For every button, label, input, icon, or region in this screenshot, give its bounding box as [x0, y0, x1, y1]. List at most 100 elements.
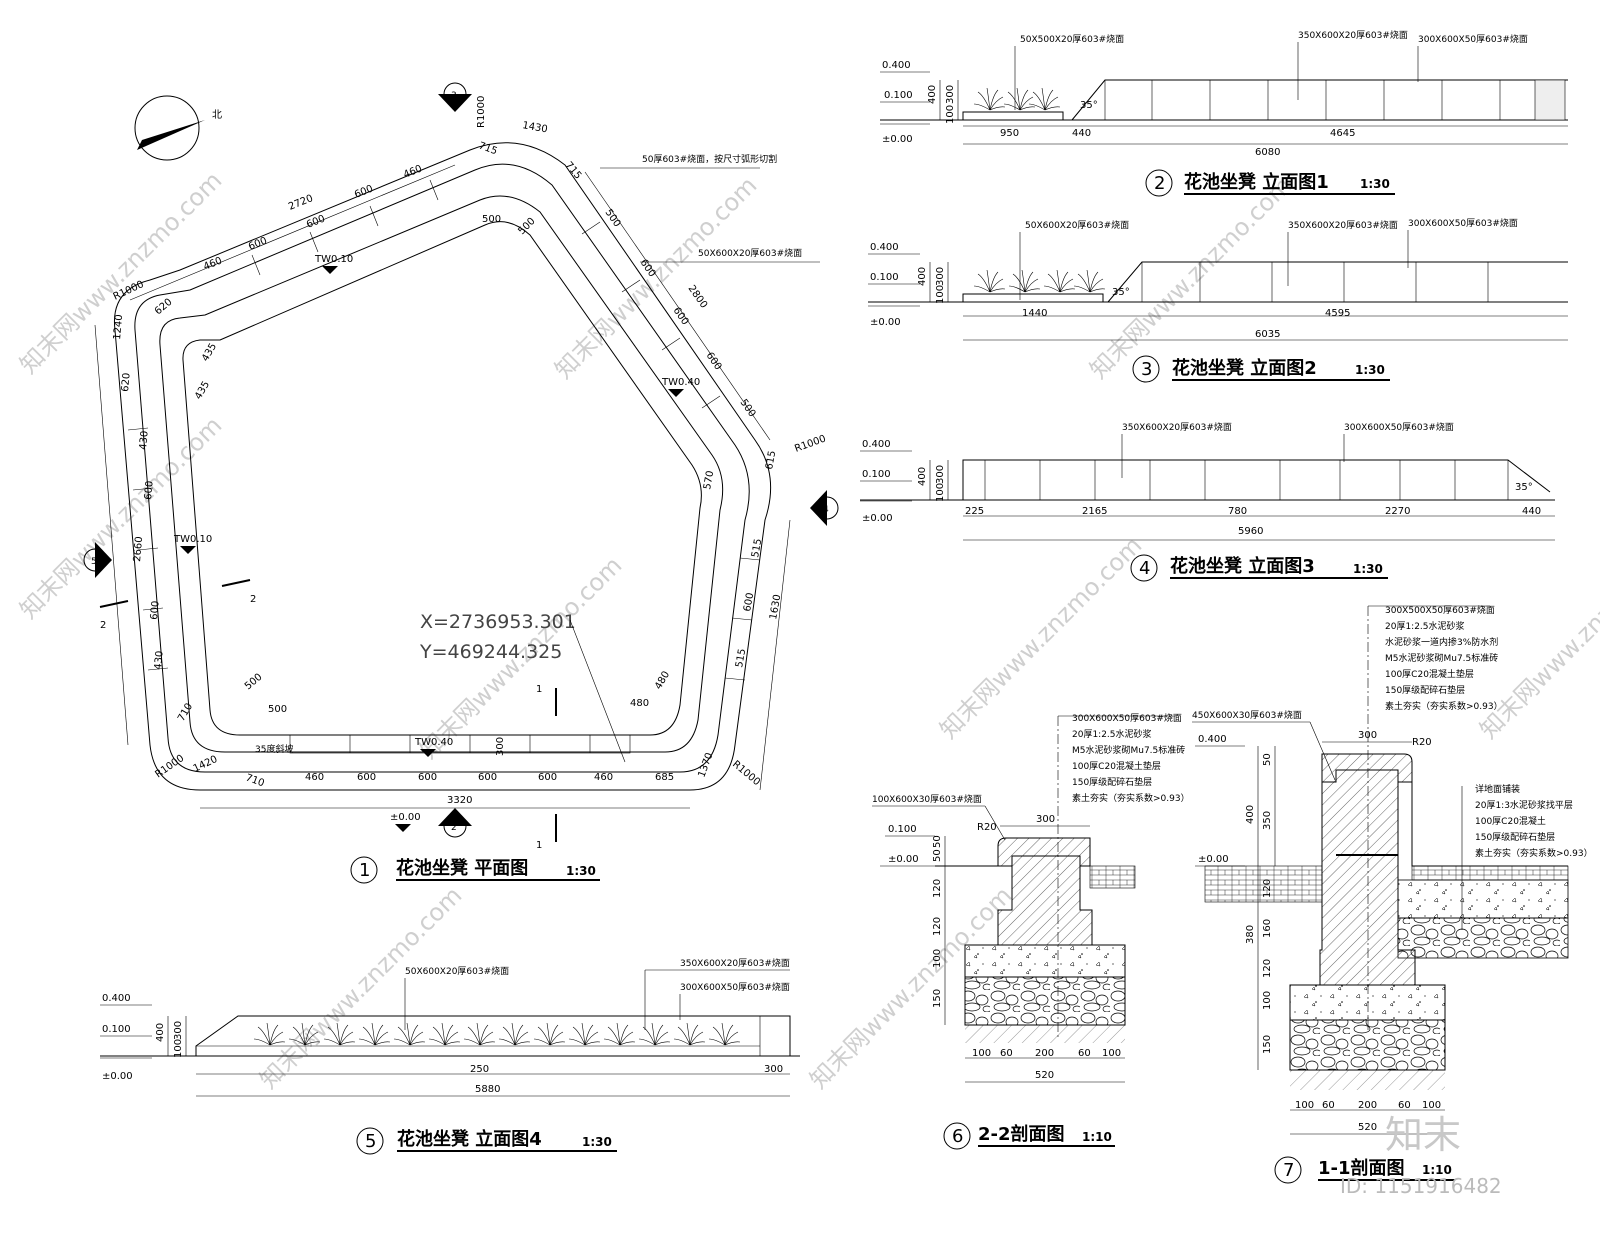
- dim: 2165: [1082, 506, 1107, 517]
- dim: 160: [1262, 919, 1273, 938]
- dim: 435: [193, 379, 212, 401]
- dim: 620: [153, 297, 175, 318]
- dim: 440: [1522, 506, 1541, 517]
- level: ±0.00: [862, 513, 893, 524]
- dim: 600: [353, 183, 375, 200]
- sec22-title: 2-2剖面图: [978, 1123, 1065, 1145]
- dim: 710: [244, 772, 266, 789]
- layer-note: 素土夯实（夯实系数>0.93）: [1475, 847, 1593, 859]
- layer-note: 100厚C20混凝土垫层: [1072, 760, 1161, 772]
- dim: 570: [702, 470, 716, 491]
- elev1-scale: 1:30: [1360, 177, 1390, 191]
- dim: 6080: [1255, 147, 1280, 158]
- dim: 520: [1358, 1122, 1377, 1133]
- level: ±0.00: [102, 1071, 133, 1082]
- level: ±0.00: [888, 854, 919, 865]
- dim: 435: [200, 341, 219, 363]
- level: ±0.00: [1198, 854, 1229, 865]
- dim: 600: [671, 305, 691, 327]
- dim: 120: [932, 917, 943, 936]
- elev1-title: 花池坐凳 立面图1: [1184, 171, 1329, 193]
- note: 300X600X50厚603#烧面: [1418, 33, 1528, 45]
- bottom-dims: 460 600 600 600 600 460 3320 710 685: [244, 772, 674, 806]
- dim: 2660: [132, 536, 145, 562]
- section-mark: 1: [536, 840, 542, 851]
- top-dims: 2720 600 600 460 600 460 1430 715 715: [202, 120, 583, 273]
- note: 50X600X20厚603#烧面: [405, 965, 509, 977]
- coord-y: Y=469244.325: [419, 641, 562, 663]
- dim: 120: [1262, 959, 1273, 978]
- angle: 35°: [1080, 100, 1098, 111]
- dim: 100: [972, 1048, 991, 1059]
- dim: 600: [478, 772, 497, 783]
- dim: 500: [603, 207, 623, 229]
- dim: 200: [1358, 1100, 1377, 1111]
- note-top: 50厚603#烧面，按尺寸弧形切割: [642, 153, 777, 165]
- layer-note: 20厚1:3水泥砂浆找平层: [1475, 799, 1573, 811]
- note-right: 50X600X20厚603#烧面: [698, 247, 802, 259]
- dim: 950: [1000, 128, 1019, 139]
- tw-label: TW0.40: [661, 377, 700, 388]
- note: 50X500X20厚603#烧面: [1020, 33, 1124, 45]
- dim: 100: [932, 949, 943, 968]
- elev4-number: 5: [365, 1131, 376, 1152]
- right-layer-notes: 详地面铺装 20厚1:3水泥砂浆找平层 100厚C20混凝土 150厚级配碎石垫…: [1475, 783, 1593, 859]
- layer-notes: 300X600X50厚603#烧面 20厚1:2.5水泥砂浆 M5水泥砂浆砌Mu…: [1072, 712, 1190, 804]
- north-arrow: 北: [134, 95, 222, 161]
- slope-note: 35度斜坡: [255, 743, 293, 755]
- level: 0.100: [888, 824, 917, 835]
- radius-label: R1000: [153, 753, 186, 781]
- elev3-number: 4: [1139, 558, 1150, 579]
- level: 0.400: [862, 439, 891, 450]
- dim: 600: [305, 213, 327, 230]
- dim: 460: [305, 772, 324, 783]
- dim: 100: [945, 105, 956, 124]
- note: 350X600X20厚603#烧面: [1298, 29, 1408, 41]
- sec22-scale: 1:10: [1082, 1130, 1112, 1144]
- elev2-title: 花池坐凳 立面图2: [1172, 357, 1317, 379]
- tw-markers: TW0.10 TW0.40 TW0.10 TW0.40: [173, 254, 700, 757]
- dim: 60: [1398, 1100, 1411, 1111]
- dim: 150: [1262, 1035, 1273, 1054]
- callout-number: 5: [91, 557, 97, 567]
- watermark: 知末网www.znzmo.com: [934, 531, 1147, 744]
- dim: 100: [173, 1039, 184, 1058]
- dim: 2270: [1385, 506, 1410, 517]
- dim: 1430: [521, 120, 548, 135]
- dim: 2720: [287, 193, 315, 213]
- dim: 60: [1322, 1100, 1335, 1111]
- dim: 430: [153, 650, 166, 670]
- dim: 50: [932, 849, 943, 862]
- section-mark: 2: [250, 594, 256, 605]
- elev3-scale: 1:30: [1353, 562, 1383, 576]
- layer-note: 150厚级配碎石垫层: [1385, 684, 1465, 696]
- dim: 4645: [1330, 128, 1355, 139]
- dim: 250: [470, 1064, 489, 1075]
- dim: 380: [1245, 925, 1256, 944]
- dim: 300: [173, 1021, 184, 1040]
- side-note: 450X600X30厚603#烧面: [1192, 709, 1302, 721]
- dim: 400: [1245, 805, 1256, 824]
- elevation-callouts: 3 4 5 2: [83, 82, 839, 838]
- callout-number: 3: [451, 91, 457, 101]
- dim: 225: [965, 506, 984, 517]
- layer-note: 素土夯实（夯实系数>0.93）: [1385, 700, 1503, 712]
- layer-note: 20厚1:2.5水泥砂浆: [1072, 728, 1152, 740]
- level: ±0.00: [870, 317, 901, 328]
- dim: 460: [402, 163, 424, 180]
- elev2-scale: 1:30: [1355, 363, 1385, 377]
- dim: 300: [945, 85, 956, 104]
- level: 0.400: [870, 242, 899, 253]
- dim: 1240: [112, 314, 125, 340]
- layer-note: 素土夯实（夯实系数>0.93）: [1072, 792, 1190, 804]
- dim: 600: [538, 772, 557, 783]
- layer-note: 详地面铺装: [1475, 783, 1520, 795]
- level: 0.100: [102, 1024, 131, 1035]
- tw-label: TW0.10: [173, 534, 212, 545]
- elev4-title: 花池坐凳 立面图4: [397, 1128, 542, 1150]
- layer-note: 150厚级配碎石垫层: [1072, 776, 1152, 788]
- layer-note: 150厚级配碎石垫层: [1475, 831, 1555, 843]
- dim: 120: [932, 879, 943, 898]
- dim: 400: [917, 467, 928, 486]
- dim: 440: [1072, 128, 1091, 139]
